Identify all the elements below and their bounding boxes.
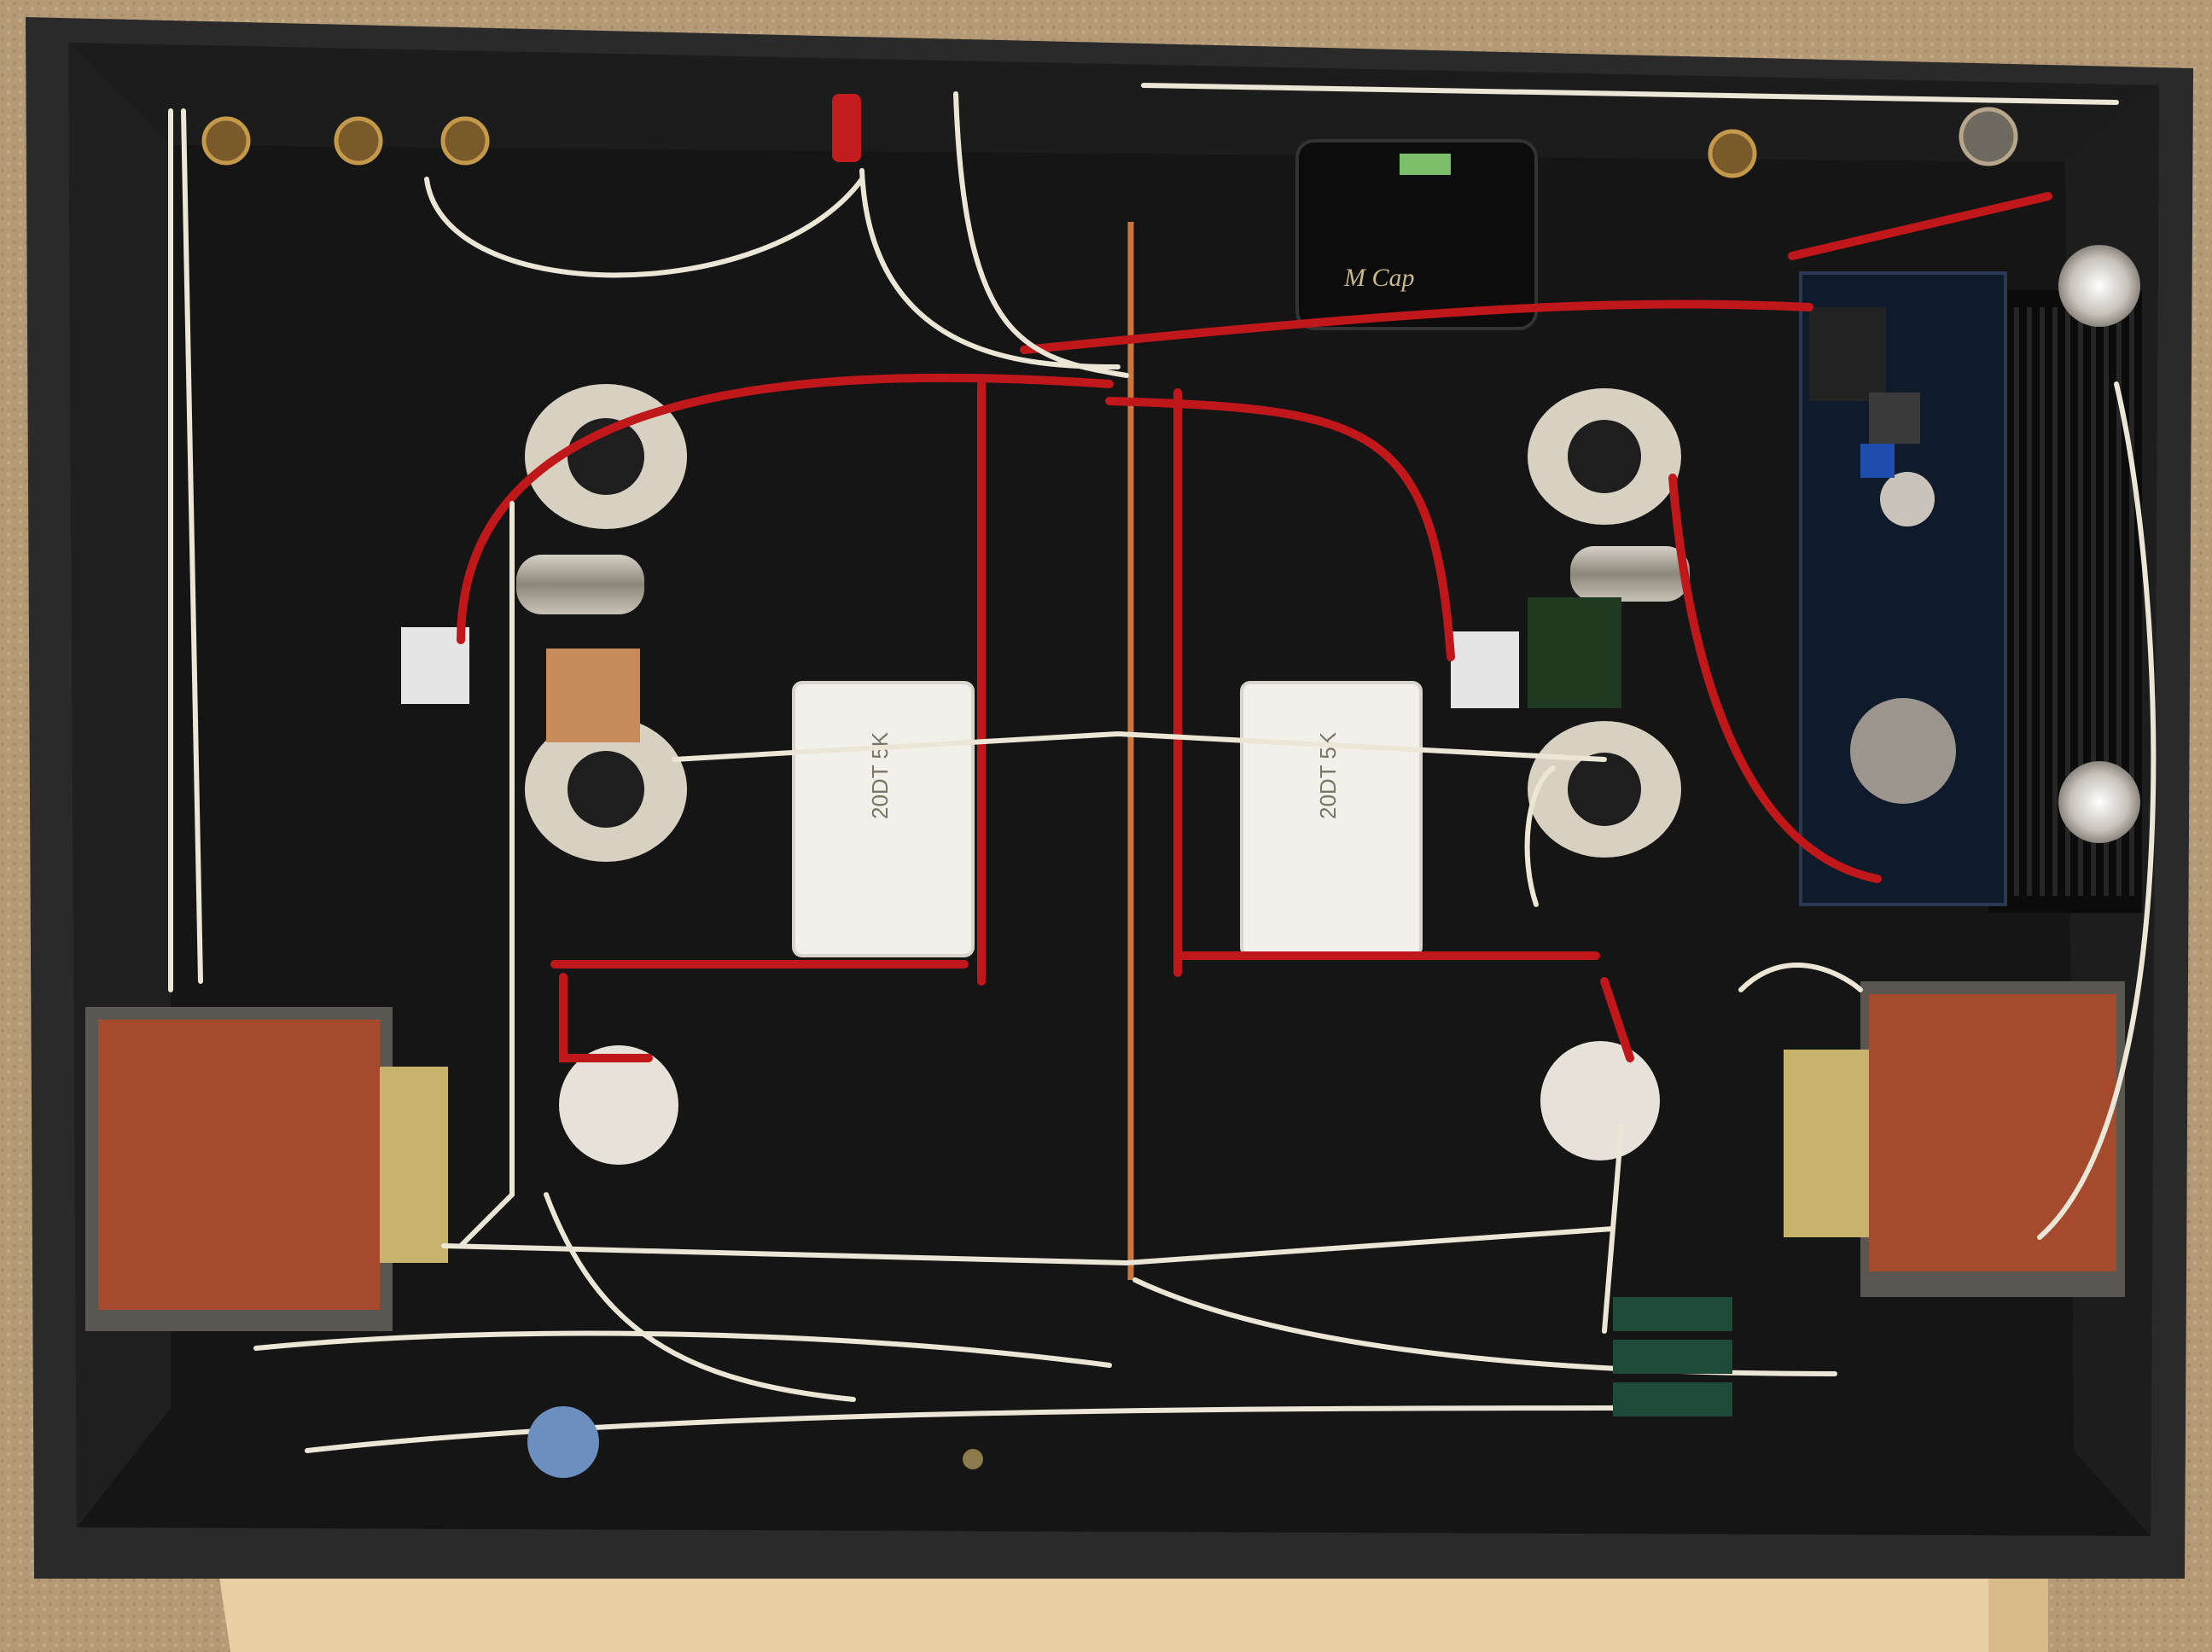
tube-socket-small-right	[1540, 1041, 1660, 1160]
heatsink-fin	[2116, 307, 2122, 896]
regulator-right	[1451, 631, 1519, 708]
tube-socket-small-left	[559, 1045, 678, 1165]
power-capacitor	[1850, 698, 1956, 804]
connector-jack	[1708, 129, 1757, 178]
red-binding-post	[832, 94, 861, 162]
rear-panel-connectors	[201, 94, 2018, 178]
heatsink-fin	[2129, 307, 2134, 896]
heatsink-fin	[2040, 307, 2045, 896]
red-wiring	[457, 192, 2052, 1062]
connector-jack	[201, 116, 251, 166]
connector-jack	[440, 116, 490, 166]
output-transformer-left	[85, 1007, 448, 1331]
output-transformer-right	[1784, 981, 2125, 1297]
iec-power-socket	[1959, 107, 2018, 166]
terminal-block	[1869, 393, 1920, 444]
ground-screw	[963, 1449, 983, 1469]
heatsink-fin	[2052, 307, 2058, 896]
pcb-right	[1528, 597, 1621, 708]
heatsink-fin	[2027, 307, 2032, 896]
heatsink-fin	[2078, 307, 2083, 896]
white-wiring	[168, 83, 2157, 1453]
regulator-tab	[1809, 307, 1886, 401]
capacitor-label: M Cap	[1343, 264, 1415, 292]
heatsink-fin	[2091, 307, 2096, 896]
mounting-washer	[2058, 245, 2140, 327]
power-resistor-left: 20DT 5K	[792, 681, 975, 957]
rotary-switch	[527, 1406, 599, 1478]
heatsink-fin	[2014, 307, 2019, 896]
small-capacitor	[1880, 472, 1935, 526]
connector-jack	[334, 116, 383, 166]
power-resistor-right: 20DT 5K	[1240, 681, 1423, 957]
chassis-top-wall	[68, 43, 2159, 162]
trimmer	[1860, 444, 1895, 478]
film-capacitor: M Cap	[1295, 139, 1538, 330]
selector-switch-boards	[1613, 1297, 1732, 1416]
coupling-capacitor-left	[516, 555, 644, 614]
power-supply-board	[1799, 245, 2142, 913]
coupling-capacitor-right	[1570, 546, 1690, 602]
heatsink-fin	[2065, 307, 2070, 896]
perfboard-left	[546, 649, 640, 742]
heatsink-fin	[2104, 307, 2109, 896]
mounting-washer	[2058, 761, 2140, 843]
